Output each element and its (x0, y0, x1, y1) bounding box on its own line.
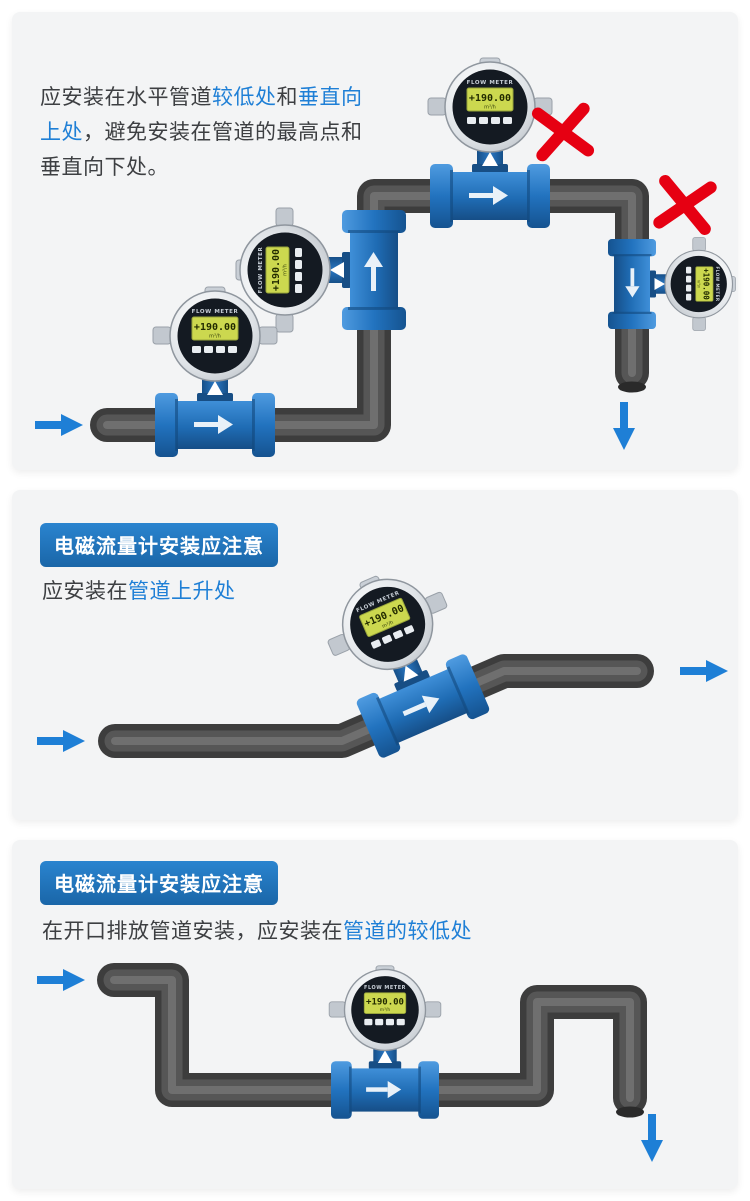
pipe-open-end (618, 381, 646, 393)
panel-horizontal-install: 应安装在水平管道较低处和垂直向上处，避免安装在管道的最高点和垂直向下处。 (12, 12, 738, 470)
diagram-open-discharge (37, 963, 663, 1162)
flow-direction-arrow-down-icon (641, 1114, 663, 1162)
notice-badge: 电磁流量计安装应注意 (40, 523, 278, 567)
panel-open-discharge-install: 电磁流量计安装应注意 在开口排放管道安装，应安装在管道的较低处 (12, 840, 738, 1189)
flow-direction-arrow-down-icon (613, 402, 635, 450)
pipe (97, 963, 647, 1118)
caption-text: 应安装在 (42, 580, 128, 603)
caption-highlight: 管道的较低处 (343, 920, 472, 943)
caption-highlight: 垂直向上处 (40, 86, 363, 144)
caption-text: 应安装在水平管道 (40, 86, 212, 109)
flow-direction-arrow-right-icon (37, 969, 85, 991)
diagram-horizontal-install (35, 57, 737, 458)
panel1-caption: 应安装在水平管道较低处和垂直向上处，避免安装在管道的最高点和垂直向下处。 (40, 80, 378, 185)
flow-meter-low-horizontal (152, 286, 278, 458)
panel3-caption: 在开口排放管道安装，应安装在管道的较低处 (42, 914, 472, 949)
wrong-x-icon (659, 181, 710, 229)
caption-text: ，避免安装在管道的最高点和垂直向下处。 (40, 121, 363, 179)
caption-highlight: 管道上升处 (128, 580, 236, 603)
flow-meter-vertical-up (235, 207, 407, 333)
panel-rising-pipe-install: 电磁流量计安装应注意 应安装在管道上升处 (12, 490, 738, 820)
flow-direction-arrow-right-icon (680, 660, 728, 682)
flow-meter-high-point-wrong (427, 57, 553, 229)
caption-highlight: 较低处 (212, 86, 277, 109)
panel2-caption: 应安装在管道上升处 (42, 574, 236, 609)
diagram-rising-pipe (37, 553, 728, 761)
flow-meter-vertical-down-wrong (607, 236, 737, 332)
wrong-x-icon (538, 109, 588, 156)
caption-text: 在开口排放管道安装，应安装在 (42, 920, 343, 943)
notice-badge: 电磁流量计安装应注意 (40, 861, 278, 905)
flow-meter-low-point (328, 965, 442, 1120)
caption-text: 和 (276, 86, 298, 109)
pipe-open-end (616, 1106, 644, 1118)
flow-direction-arrow-right-icon (37, 730, 85, 752)
flow-direction-arrow-right-icon (35, 414, 83, 436)
